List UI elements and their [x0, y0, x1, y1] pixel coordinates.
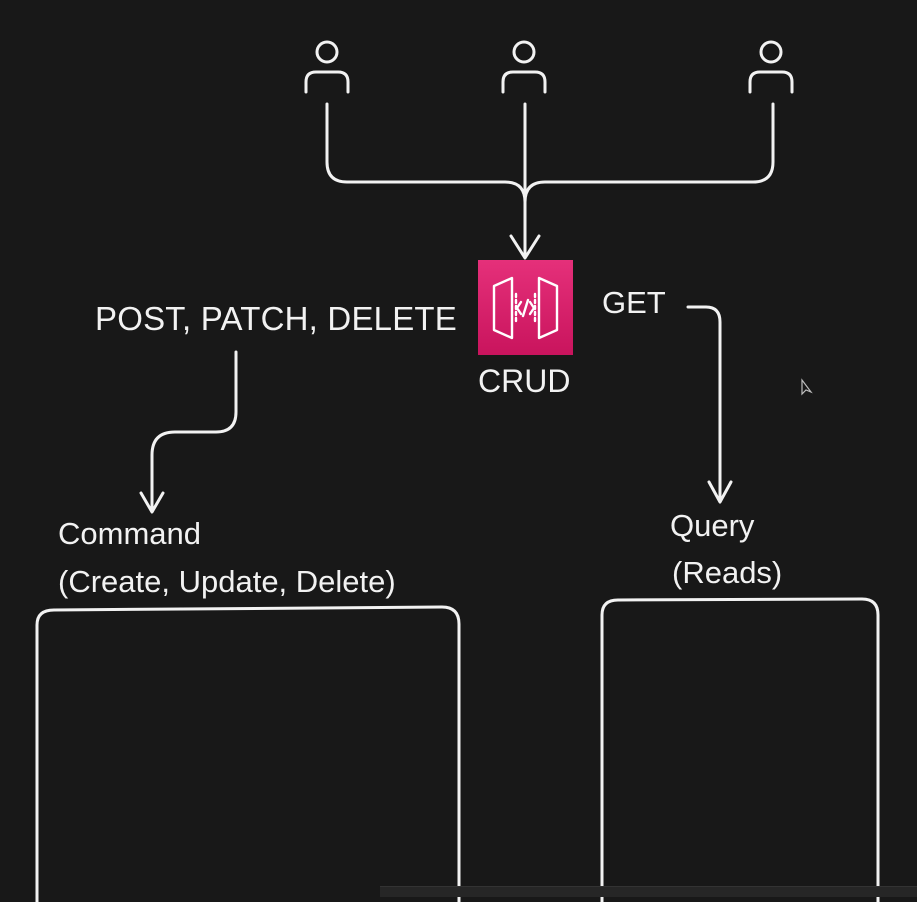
horizontal-scrollbar[interactable] — [380, 886, 917, 897]
query-methods-label: GET — [602, 285, 666, 320]
arrowhead-gateway — [509, 234, 541, 260]
connector-user-1[interactable] — [325, 102, 527, 204]
arrow-to-query[interactable] — [686, 305, 722, 502]
api-gateway-icon[interactable] — [478, 260, 573, 355]
arrowhead-query — [707, 480, 733, 504]
query-subtitle: (Reads) — [672, 555, 783, 590]
command-methods-label: POST, PATCH, DELETE — [95, 300, 457, 337]
query-box[interactable] — [600, 597, 880, 902]
user-icon[interactable] — [304, 40, 350, 94]
arrowhead-command — [139, 491, 165, 514]
cursor-icon — [801, 378, 813, 396]
user-icon[interactable] — [501, 40, 547, 94]
user-icon[interactable] — [748, 40, 794, 94]
command-subtitle: (Create, Update, Delete) — [58, 564, 396, 599]
query-title: Query — [670, 508, 755, 543]
arrow-to-command[interactable] — [150, 350, 238, 512]
command-box[interactable] — [35, 605, 461, 902]
gateway-label: CRUD — [478, 363, 571, 399]
connector-user-3[interactable] — [523, 102, 775, 204]
command-title: Command — [58, 516, 201, 551]
